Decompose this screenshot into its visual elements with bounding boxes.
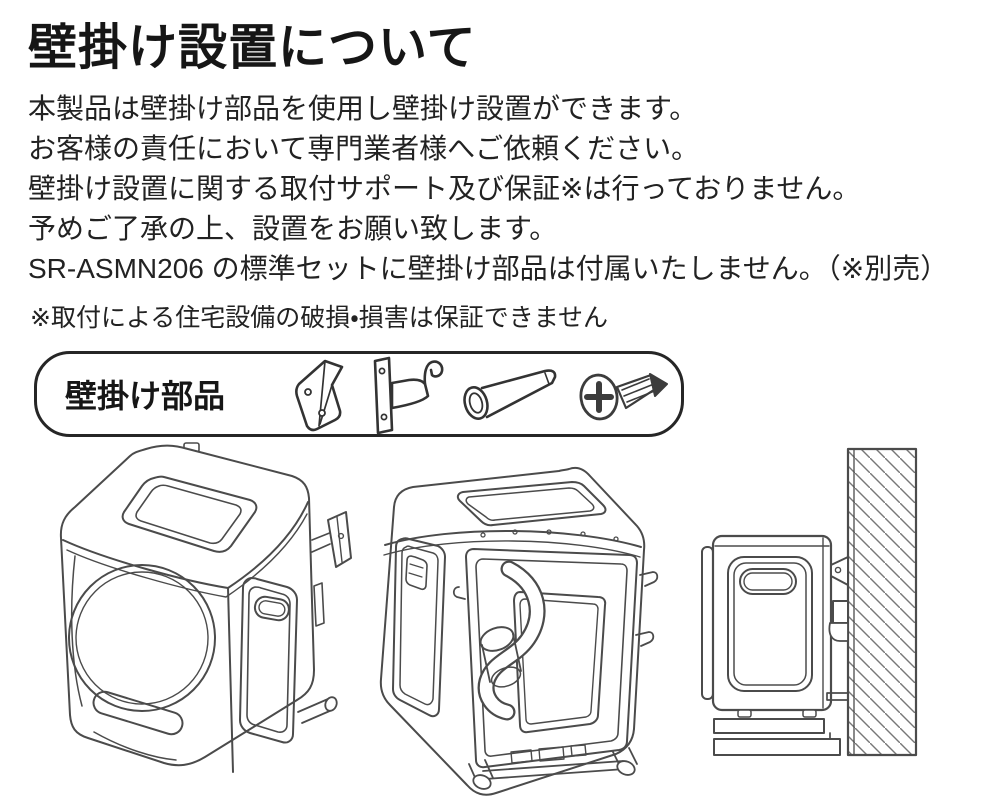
parts-icon-row — [287, 353, 669, 435]
washer-front-left-view — [59, 442, 352, 773]
intro-line-5: SR-ASMN206 の標準セットに壁掛け部品は付属いたしません。（※別売） — [28, 253, 949, 284]
mounting-screw-icon — [579, 373, 669, 421]
intro-line-4: 予めご了承の上、設置をお願い致します。 — [28, 213, 558, 244]
figure-row — [28, 440, 1000, 802]
hook-bracket-icon — [373, 356, 444, 435]
wedge-bracket-icon — [295, 359, 344, 432]
disclaimer-note: ※取付による住宅設備の破損・損害は保証できません — [30, 304, 608, 332]
parts-box: 壁掛け部品 — [34, 351, 684, 437]
intro-line-1: 本製品は壁掛け部品を使用し壁掛け設置ができます。 — [28, 93, 698, 124]
parts-box-label: 壁掛け部品 — [65, 378, 226, 414]
intro-line-2: お客様の責任において専門業者様へご依頼ください。 — [28, 133, 700, 164]
washer-wall-mounted-view — [701, 447, 918, 757]
wall-anchor-icon — [463, 369, 557, 420]
page-title: 壁掛け設置について — [28, 21, 477, 75]
washer-rear-view — [379, 466, 659, 796]
intro-text: 本製品は壁掛け部品を使用し壁掛け設置ができます。 お客様の責任において専門業者様… — [28, 89, 986, 289]
intro-line-3: 壁掛け設置に関する取付サポート及び保証※は行っておりません。 — [28, 173, 861, 204]
